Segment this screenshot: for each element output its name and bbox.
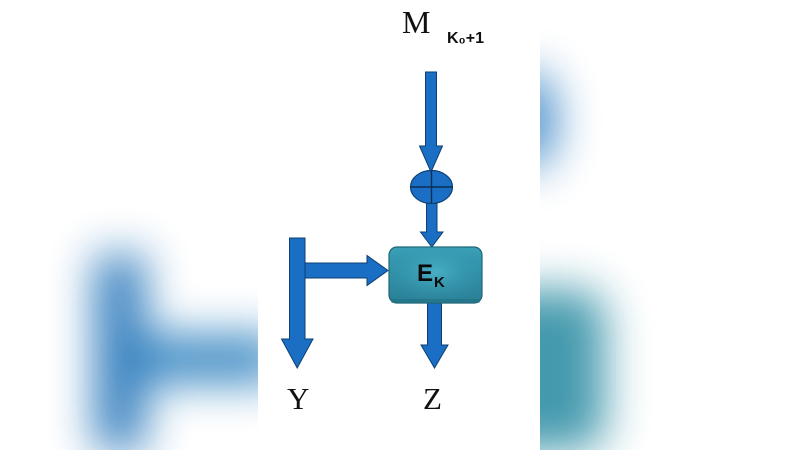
arrow-y-output	[280, 237, 314, 370]
cipher-box	[388, 246, 483, 304]
input-label: M	[402, 4, 431, 40]
arrow-xor-to-cipher	[419, 203, 444, 248]
arrow-cipher-to-z	[420, 301, 449, 369]
cipher-subscript: K	[434, 274, 445, 291]
output-label-z: Z	[423, 381, 442, 416]
input-subscript: K₀+1	[447, 30, 485, 47]
cipher-label: E	[417, 260, 434, 287]
arrow-input-to-xor	[418, 71, 444, 174]
arrow-y-to-cipher	[304, 254, 389, 287]
xor-icon	[409, 169, 454, 205]
diagram-panel	[258, 0, 540, 450]
output-label-y: Y	[287, 381, 310, 416]
